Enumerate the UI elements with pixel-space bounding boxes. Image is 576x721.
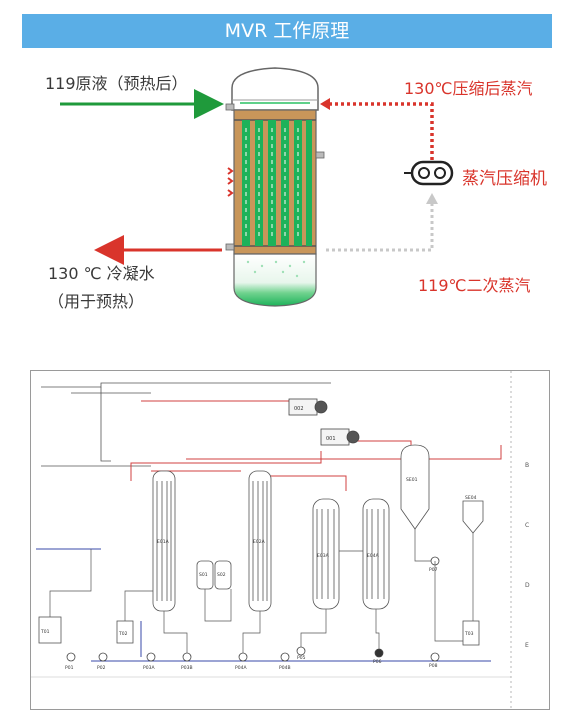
equipment-label: P06 [373, 659, 382, 665]
equipment-label: S01 [199, 572, 208, 578]
compressor-label: 蒸汽压缩机 [462, 169, 547, 189]
equipment-label: S02 [217, 572, 226, 578]
equipment-label: T03 [464, 631, 474, 637]
condensate-use-label: （用于预热） [48, 292, 145, 311]
equipment-label: P04B [279, 665, 291, 671]
equipment-label: P03A [143, 665, 155, 671]
row-letter: B [525, 462, 529, 469]
equipment-label: T02 [118, 631, 128, 637]
schematic-drawing: B C D E [31, 371, 530, 709]
equipment-label: SE04 [465, 495, 477, 501]
equipment-label: 002 [294, 406, 304, 412]
process-schematic: B C D E [30, 370, 550, 710]
vessel-bottom-liquid [233, 253, 317, 307]
compressed-steam-label: 130℃压缩后蒸汽 [404, 79, 533, 98]
compressor-001 [320, 428, 360, 446]
separator-SE04 [462, 500, 484, 534]
equipment-label: P02 [97, 665, 106, 671]
row-letter: D [525, 582, 530, 589]
equipment-label: P07 [429, 567, 438, 573]
compressed-steam-path [330, 102, 434, 160]
condensate-label: 130 ℃ 冷凝水 [48, 264, 155, 283]
evaporator-E04A [362, 498, 390, 610]
separator-SE01 [400, 444, 430, 530]
equipment-label: T01 [40, 629, 50, 635]
compressor-icon [404, 160, 454, 186]
row-letter: C [525, 522, 529, 529]
title-bar: MVR 工作原理 [22, 14, 552, 48]
equipment-label: P05 [297, 655, 306, 661]
row-letter: E [525, 642, 529, 649]
equipment-label: P04A [235, 665, 247, 671]
equipment-label: P03B [181, 665, 193, 671]
secondary-steam-label: 119℃二次蒸汽 [418, 276, 531, 295]
mvr-principle-diagram [60, 67, 454, 307]
equipment-label: P08 [429, 663, 438, 669]
tank-T03 [462, 620, 480, 646]
equipment-label: 001 [326, 436, 336, 442]
secondary-steam-path [326, 200, 434, 252]
equipment-label: E01A [157, 539, 170, 545]
evaporator-E01A [152, 470, 176, 612]
feed-label: 119原液（预热后） [45, 74, 188, 93]
equipment-label: P01 [65, 665, 74, 671]
page-title: MVR 工作原理 [224, 20, 350, 42]
evaporator-E03A [312, 498, 340, 610]
heat-exchange-tubes [242, 120, 312, 246]
equipment-label: E02A [253, 539, 266, 545]
compressor-002 [288, 398, 328, 416]
equipment-label: SE01 [406, 477, 418, 483]
equipment-label: E03A [317, 553, 330, 559]
equipment-label: E04A [367, 553, 380, 559]
